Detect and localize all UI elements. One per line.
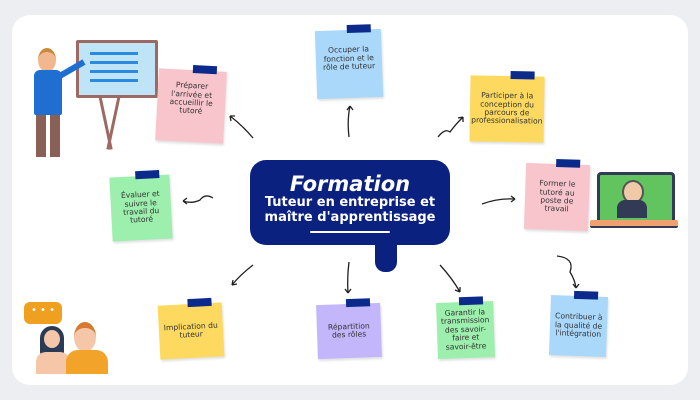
tape xyxy=(346,24,371,34)
tape xyxy=(345,298,371,308)
underline xyxy=(310,230,390,233)
tape xyxy=(573,290,599,300)
note-former: Former le tutoré au poste de travail xyxy=(523,158,591,232)
central-bubble: Formation Tuteur en entreprise et maître… xyxy=(250,160,450,245)
bubble-tail xyxy=(375,240,397,272)
note-participer: Participer à la conception du parcours d… xyxy=(469,71,545,143)
note-evaluer: Évaluer et suivre le travail du tutoré xyxy=(109,170,173,242)
tape xyxy=(458,296,484,306)
note-text: Former le tutoré au poste de travail xyxy=(539,178,576,214)
arrow-former xyxy=(481,195,516,205)
note-garantir: Garantir la transmission des savoir-fair… xyxy=(436,296,495,359)
tape xyxy=(135,170,160,180)
tape xyxy=(556,158,581,168)
note-text: Implication du tuteur xyxy=(163,320,218,340)
tape xyxy=(510,71,535,80)
note-text: Préparer l'arrivée et accueillir le tuto… xyxy=(169,80,214,116)
note-text: Participer à la conception du parcours d… xyxy=(471,90,543,126)
central-subtitle-2: maître d'apprentissage xyxy=(264,209,436,225)
arrow-contribuer xyxy=(556,255,580,289)
central-subtitle-1: Tuteur en entreprise et xyxy=(264,195,436,210)
note-text: Occuper la fonction et le rôle de tuteur xyxy=(322,44,376,73)
note-preparer: Préparer l'arrivée et accueillir le tuto… xyxy=(155,65,227,144)
arrow-repartition xyxy=(344,261,352,294)
note-occuper: Occuper la fonction et le rôle de tuteur xyxy=(314,24,384,100)
tape xyxy=(192,65,218,75)
note-implication: Implication du tuteur xyxy=(157,297,225,360)
note-text: Répartition des rôles xyxy=(327,320,370,340)
note-text: Contribuer à la qualité de l'intégration xyxy=(554,311,603,339)
central-title: Formation xyxy=(289,172,411,196)
note-contribuer: Contribuer à la qualité de l'intégration xyxy=(548,290,609,357)
arrow-participer xyxy=(437,116,464,138)
note-text: Évaluer et suivre le travail du tutoré xyxy=(120,189,160,225)
arrow-occuper xyxy=(346,105,354,138)
arrow-prepare xyxy=(229,115,254,139)
note-text: Garantir la transmission des savoir-fair… xyxy=(440,307,490,352)
arrow-evaluer xyxy=(182,195,214,205)
note-repartition: Répartition des rôles xyxy=(316,298,382,360)
arrow-implication xyxy=(231,264,254,286)
arrow-garantir xyxy=(439,264,461,293)
tape xyxy=(187,297,212,308)
